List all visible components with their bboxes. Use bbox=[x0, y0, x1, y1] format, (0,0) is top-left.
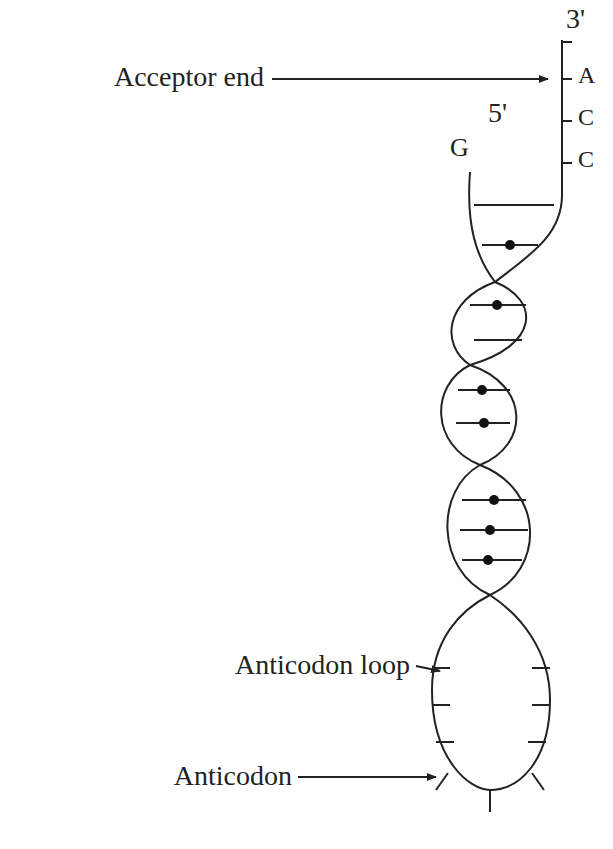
trna-strand bbox=[432, 40, 562, 790]
acceptor-ticks bbox=[562, 42, 572, 163]
end-label: 3' bbox=[566, 4, 585, 35]
leader-arrow bbox=[272, 78, 548, 80]
leader-arrow bbox=[416, 666, 440, 671]
base-letter: C bbox=[578, 146, 594, 172]
base-pair-rungs bbox=[456, 205, 554, 560]
base-pair-dots bbox=[477, 240, 515, 565]
base-letter: G bbox=[450, 134, 469, 163]
loop-ticks bbox=[432, 668, 550, 742]
end-label: 5' bbox=[488, 98, 507, 129]
leader-arrow bbox=[298, 776, 436, 778]
part-label: Anticodon loop bbox=[235, 650, 410, 681]
part-label: Acceptor end bbox=[114, 62, 264, 93]
anticodon-ticks bbox=[436, 773, 544, 812]
part-label: Anticodon bbox=[174, 761, 292, 792]
base-letter: A bbox=[578, 62, 595, 88]
base-letter: C bbox=[578, 104, 594, 130]
